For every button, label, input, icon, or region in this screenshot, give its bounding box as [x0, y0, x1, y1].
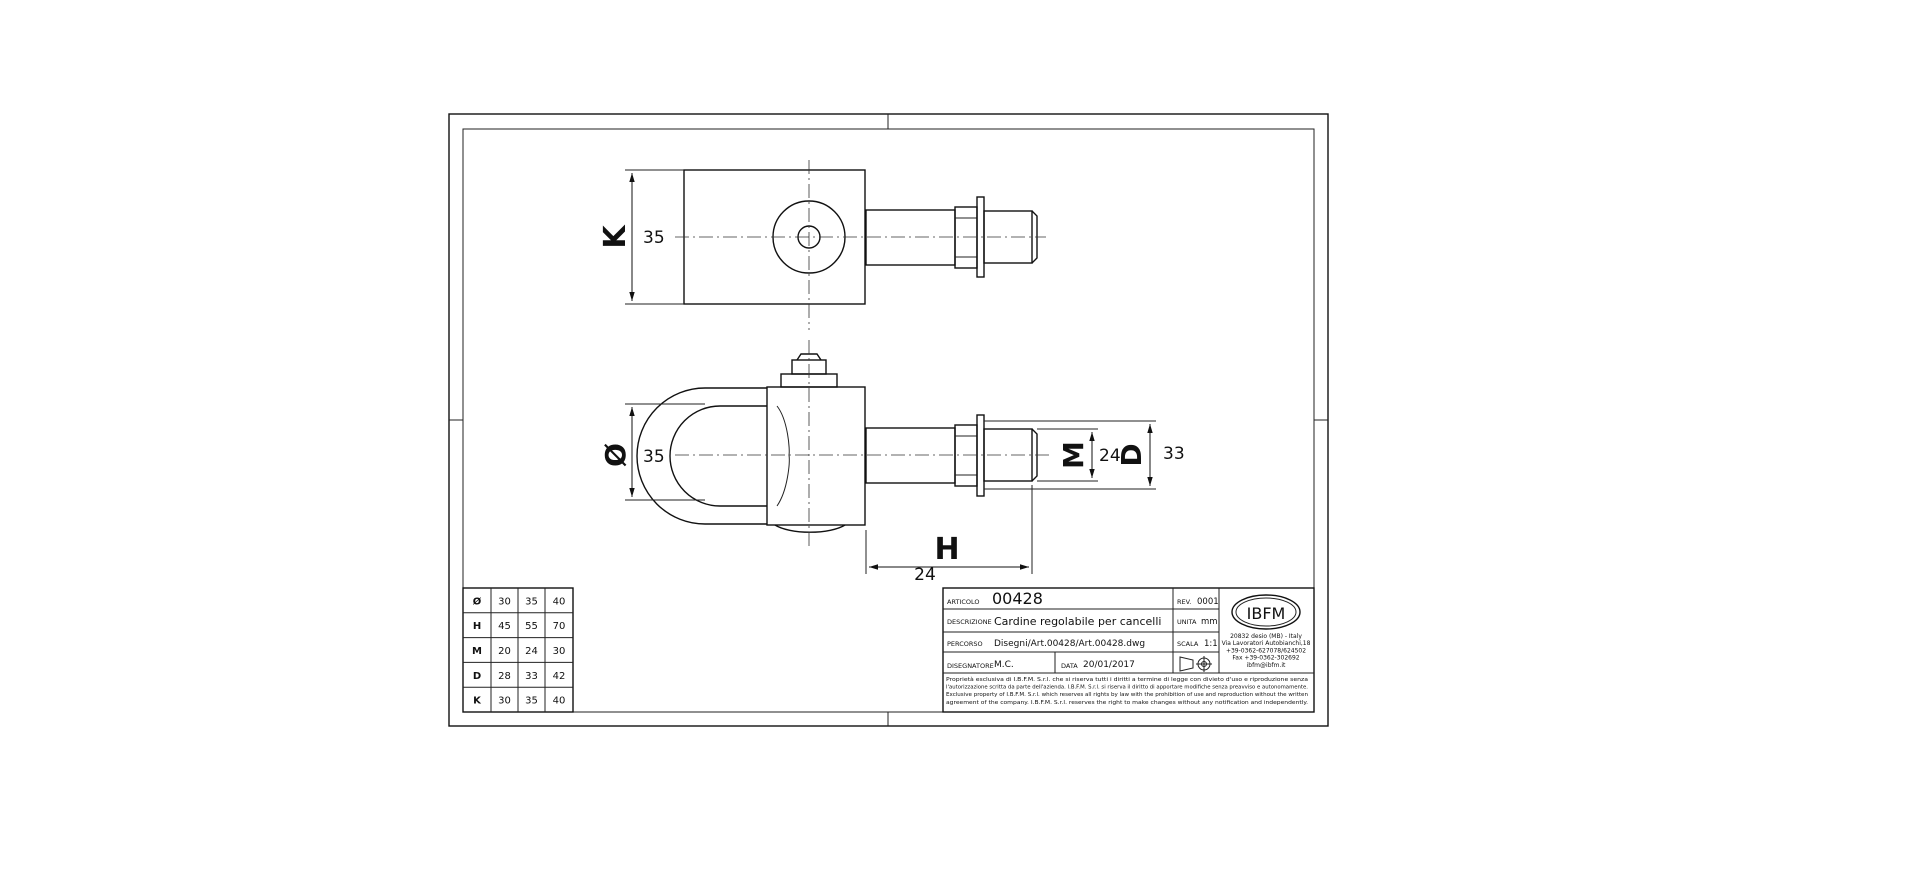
legal-line: agreement of the company. I.B.F.M. S.r.l… — [946, 700, 1308, 706]
unita-label: UNITA — [1177, 618, 1197, 626]
dimension-d: D 33 — [984, 420, 1185, 490]
logo-text: IBFM — [1247, 604, 1286, 623]
spec-cell: 30 — [498, 596, 511, 607]
dimension-phi: Ø 35 — [599, 403, 705, 501]
ibfm-logo: IBFM — [1231, 594, 1301, 630]
percorso-label: PERCORSO — [947, 640, 983, 648]
spec-cell: 24 — [525, 646, 538, 657]
data-label: DATA — [1061, 662, 1078, 670]
sheet-frame — [448, 113, 1329, 727]
disegnatore-label: DISEGNATORE — [947, 662, 994, 670]
percorso-value: Disegni/Art.00428/Art.00428.dwg — [994, 639, 1145, 649]
address-line: +39-0362-627078/624502 — [1226, 647, 1306, 654]
spec-row-label: K — [473, 696, 482, 707]
spec-cell: 42 — [553, 671, 566, 682]
dimension-k: K 35 — [598, 169, 684, 305]
disegnatore-value: M.C. — [994, 660, 1014, 670]
dim-k-letter: K — [598, 224, 633, 249]
dimension-h: H 24 — [865, 485, 1033, 585]
dim-d-value: 33 — [1163, 444, 1185, 464]
spec-cell: 28 — [498, 671, 511, 682]
legal-notice: Proprietà esclusiva di I.B.F.M. S.r.l. c… — [946, 676, 1308, 706]
spec-cell: 70 — [553, 621, 566, 632]
spec-row-label: D — [473, 671, 481, 682]
dimension-m: M 24 — [1037, 428, 1121, 482]
spec-cell: 30 — [498, 696, 511, 707]
spec-cell: 40 — [553, 596, 566, 607]
spec-cell: 45 — [498, 621, 511, 632]
spec-cell: 35 — [525, 596, 538, 607]
spec-cell: 30 — [553, 646, 566, 657]
legal-line: Proprietà esclusiva di I.B.F.M. S.r.l. c… — [946, 676, 1308, 683]
spec-cell: 33 — [525, 671, 538, 682]
legal-line: l'autorizzazione scritta da parte dell'a… — [946, 685, 1308, 691]
dim-phi-letter: Ø — [599, 443, 632, 467]
spec-row-label: M — [472, 646, 482, 657]
unita-value: mm — [1201, 617, 1218, 627]
scala-label: SCALA — [1177, 640, 1199, 648]
address-line: ibfm@ibfm.it — [1247, 662, 1286, 669]
dim-phi-value: 35 — [643, 447, 665, 467]
address-line: Via Lavoratori Autobianchi,18 — [1222, 640, 1311, 647]
spec-cell: 55 — [525, 621, 538, 632]
spec-cell: 40 — [553, 696, 566, 707]
dim-m-value: 24 — [1099, 446, 1121, 466]
top-view — [675, 160, 1046, 330]
articolo-value: 00428 — [992, 589, 1043, 608]
rev-label: REV. — [1177, 598, 1191, 606]
front-view — [636, 340, 1050, 548]
descrizione-value: Cardine regolabile per cancelli — [994, 615, 1161, 628]
dim-m-letter: M — [1057, 441, 1090, 469]
title-block: ARTICOLO 00428 REV. 0001 DESCRIZIONE Car… — [942, 587, 1315, 713]
address-line: 20832 desio (MB) - Italy — [1230, 633, 1302, 640]
rev-value: 0001 — [1197, 597, 1219, 607]
data-value: 20/01/2017 — [1083, 660, 1135, 670]
spec-row-label: Ø — [473, 595, 482, 607]
scala-value: 1:1 — [1204, 639, 1218, 649]
descrizione-label: DESCRIZIONE — [947, 618, 992, 626]
legal-line: Exclusive property of I.B.F.M. S.r.l. wh… — [946, 692, 1308, 698]
dim-k-value: 35 — [643, 228, 665, 248]
articolo-label: ARTICOLO — [947, 598, 980, 606]
spec-cell: 20 — [498, 646, 511, 657]
dim-h-value: 24 — [914, 565, 936, 585]
address-line: Fax +39-0362-302692 — [1232, 655, 1299, 662]
dim-h-letter: H — [934, 532, 959, 567]
dim-d-letter: D — [1115, 443, 1148, 466]
projection-symbol-icon — [1179, 656, 1212, 672]
spec-cell: 35 — [525, 696, 538, 707]
spec-row-label: H — [473, 621, 481, 632]
